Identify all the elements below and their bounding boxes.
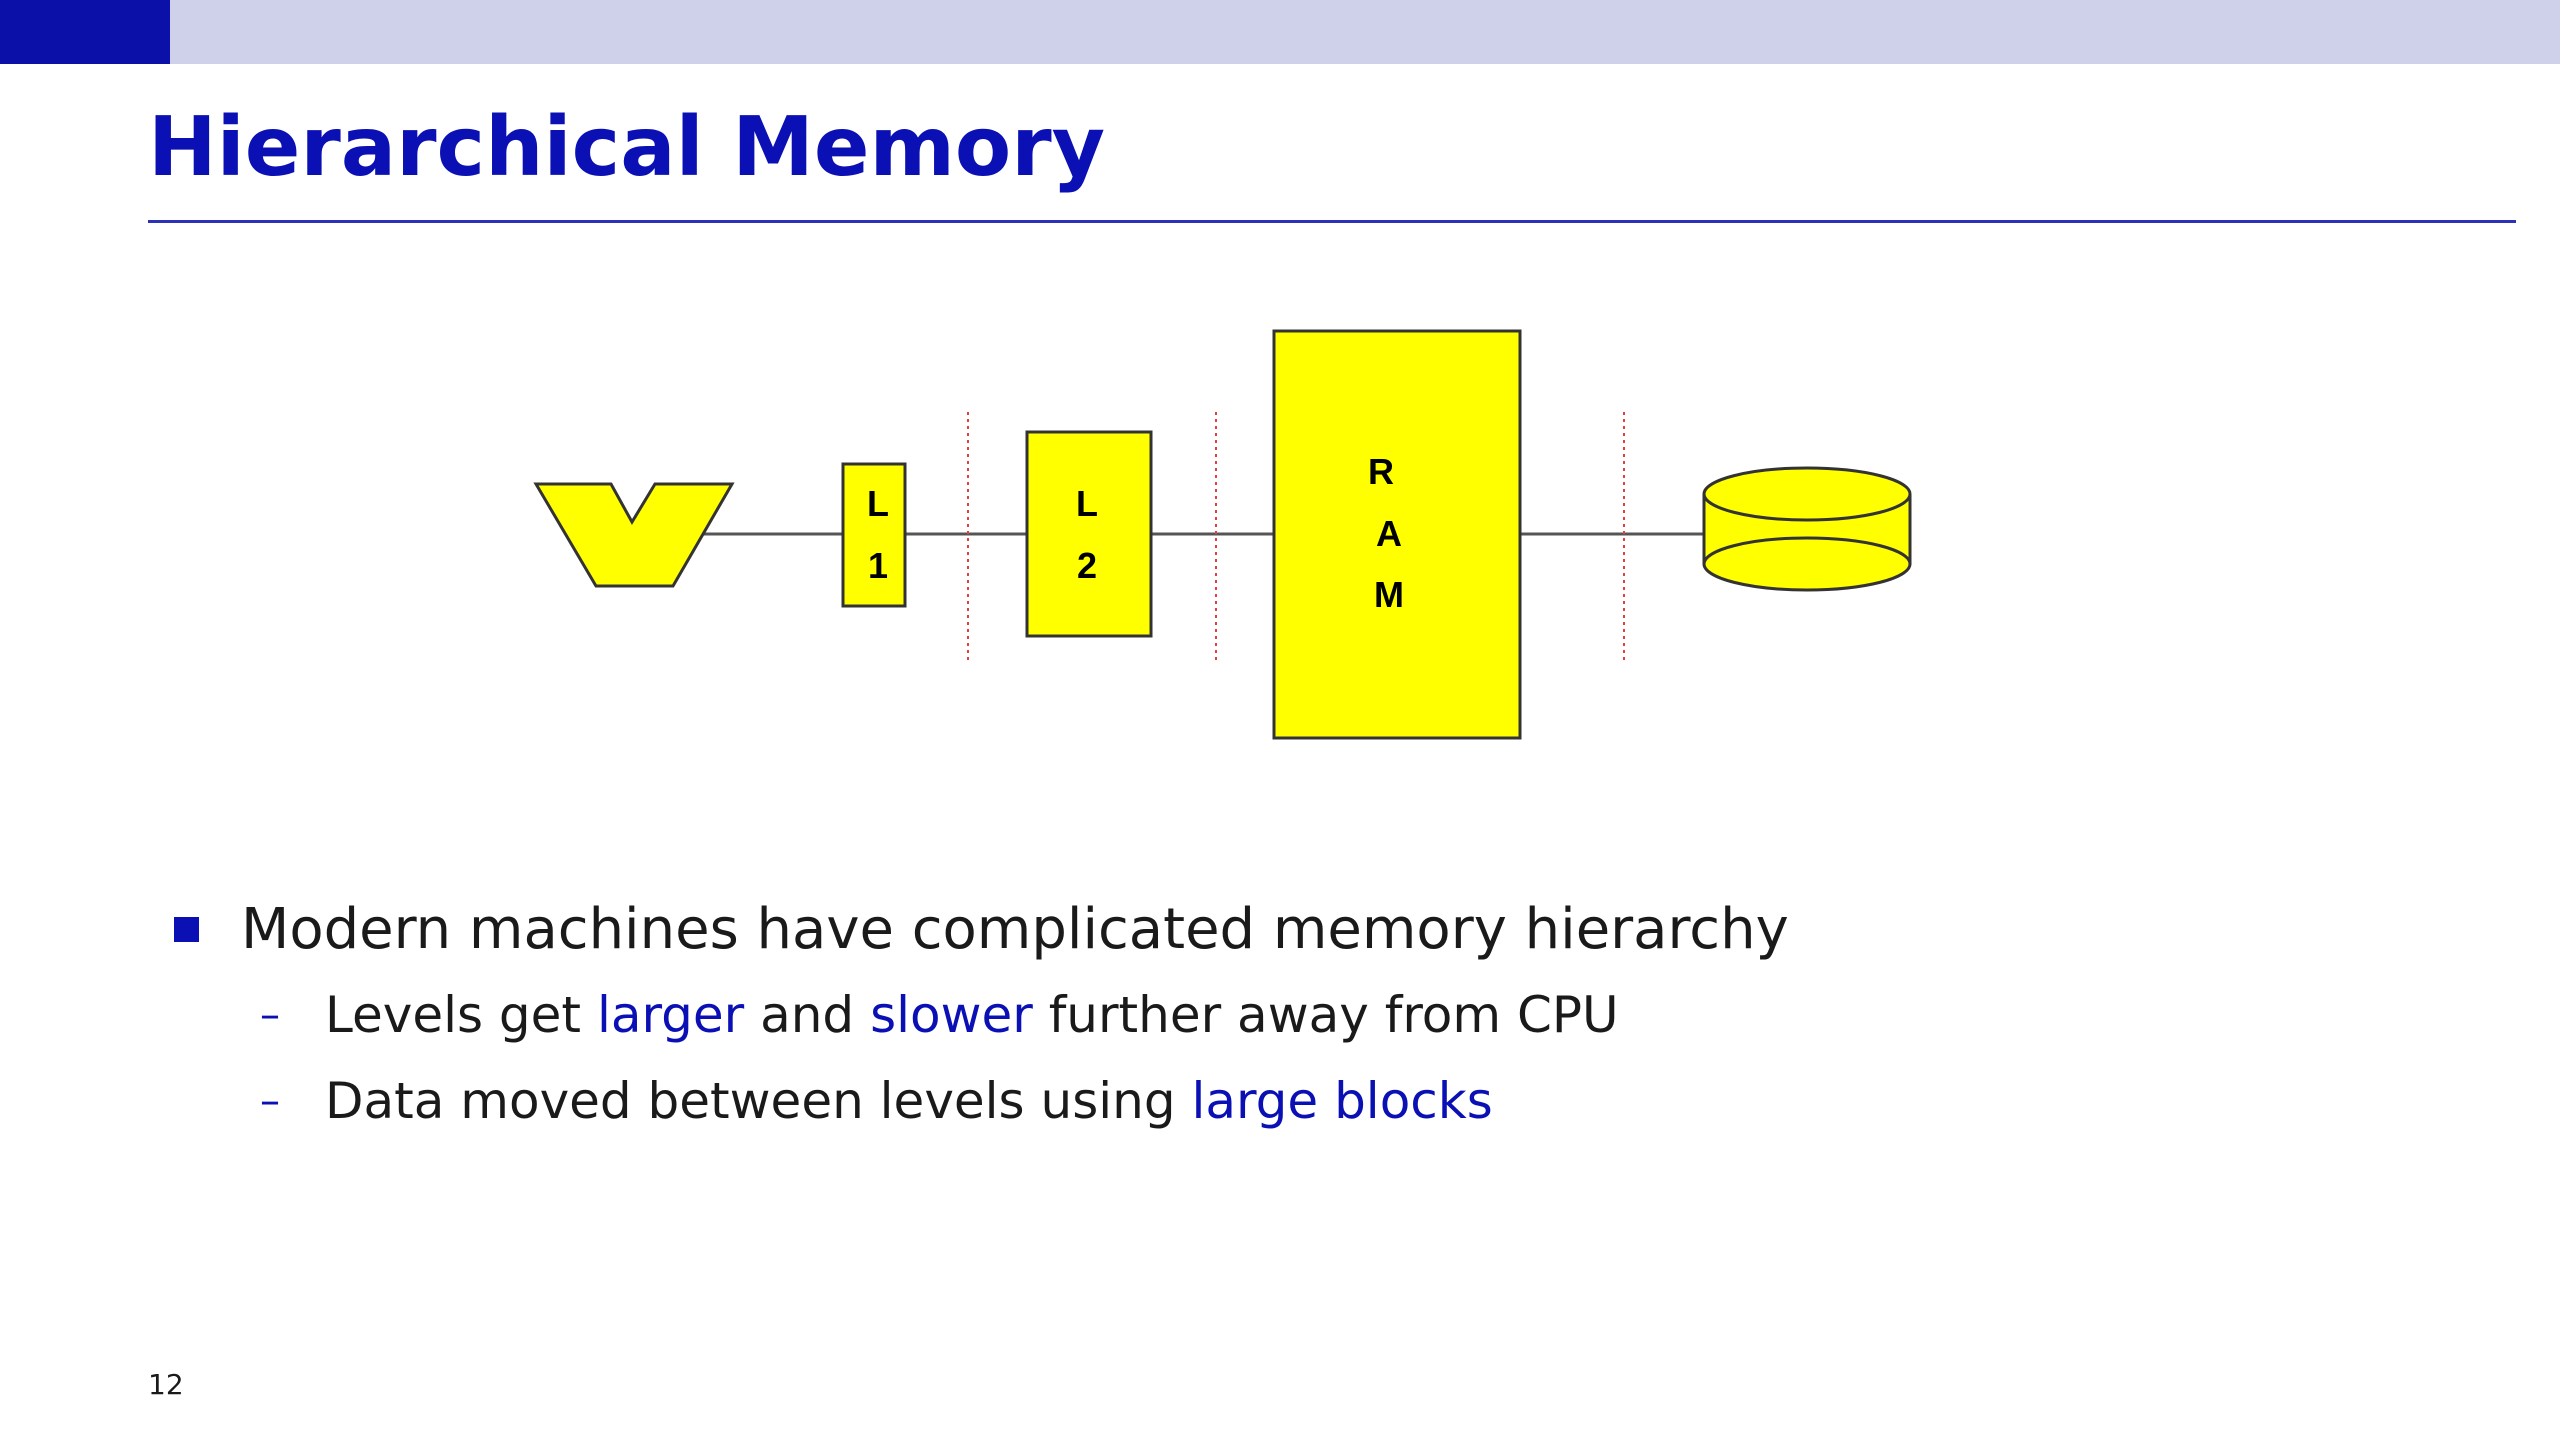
bullet-sub-2-part1: Data moved between levels using [325,1072,1192,1130]
square-bullet-icon [174,917,199,942]
dash-bullet-icon: – [260,992,280,1038]
l1-cache-box [841,462,907,608]
l2-label-line1: L [1076,483,1098,524]
bullet-sub-2: – Data moved between levels using large … [168,1058,1789,1144]
bullet-main: Modern machines have complicated memory … [168,888,1789,972]
page-number: 12 [148,1368,184,1401]
header-band [0,0,2560,64]
bullet-sub-1-part1: Levels get [325,986,597,1044]
l1-label-line2: 1 [868,545,888,586]
highlight-large-blocks: large blocks [1191,1072,1493,1130]
bullet-sub-1-part2: and [744,986,871,1044]
bullet-list: Modern machines have complicated memory … [168,888,1789,1144]
title-divider [148,220,2516,223]
ram-box [1272,329,1522,740]
bullet-sub-1-part3: further away from CPU [1032,986,1619,1044]
highlight-larger: larger [596,986,745,1044]
l1-label-line1: L [867,483,889,524]
slide-title: Hierarchical Memory [148,100,1106,195]
cpu-icon [533,482,735,588]
bullet-sub-1: – Levels get larger and slower further a… [168,972,1789,1058]
l2-cache-box [1025,430,1153,638]
ram-label-line2: A [1376,513,1402,554]
ram-label-line3: M [1374,574,1404,615]
disk-icon [1702,466,1912,592]
memory-hierarchy-diagram: L 1 L 2 R A M [533,329,1912,740]
ram-label-line1: R [1368,451,1394,492]
bullet-main-text: Modern machines have complicated memory … [241,897,1789,962]
dash-bullet-icon: – [260,1078,280,1124]
l2-label-line2: 2 [1077,545,1097,586]
highlight-slower: slower [870,986,1033,1044]
header-accent-block [0,0,170,64]
